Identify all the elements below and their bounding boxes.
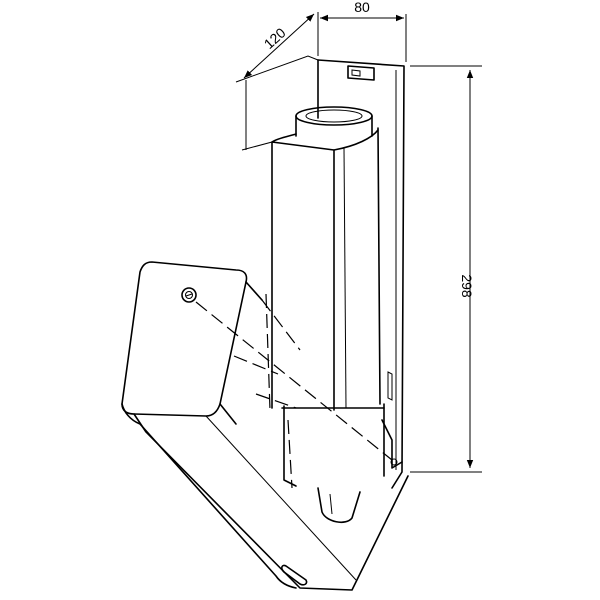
dimension-width-label: 80 (354, 0, 370, 15)
side-clip (381, 371, 403, 469)
dimension-depth: 120 (235, 13, 319, 151)
hidden-lines (195, 293, 393, 489)
front-cover (121, 261, 409, 591)
dimension-height-label: 298 (459, 274, 475, 298)
cartridge (271, 106, 385, 524)
dimension-width: 80 (317, 0, 407, 62)
dimension-height: 298 (410, 65, 482, 473)
mounting-bracket (347, 65, 375, 81)
dimension-depth-label: 120 (261, 24, 289, 52)
